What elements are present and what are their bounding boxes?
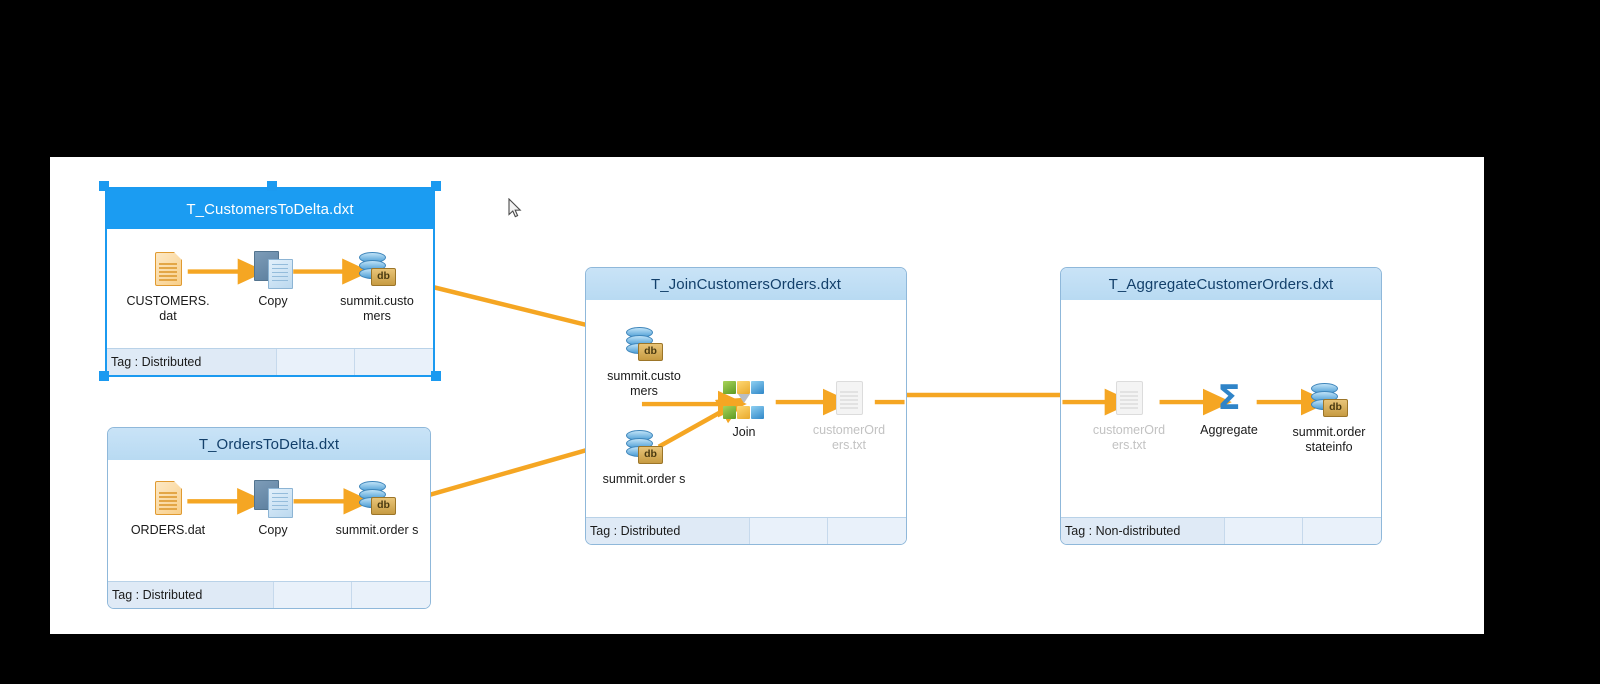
box3-internal-connectors	[641, 388, 905, 449]
node-label: summit.order stateinfo	[1292, 425, 1366, 454]
copy-icon	[225, 247, 321, 291]
node-label: summit.order s	[602, 472, 686, 486]
design-canvas[interactable]: T_CustomersToDelta.dxt	[50, 157, 1484, 634]
node-label: ORDERS.dat	[130, 523, 206, 537]
node-copy[interactable]: Copy	[225, 247, 321, 309]
job-box-body[interactable]: db summit.custo mers db summit.order s	[586, 300, 906, 518]
node-label: Copy	[258, 523, 288, 537]
job-box-body[interactable]: ORDERS.dat Copy	[108, 460, 430, 582]
box4-internal-connectors	[1062, 388, 1330, 416]
node-customer-orders-txt[interactable]: customerOrd ers.txt	[1081, 376, 1177, 453]
ghost-file-icon	[801, 376, 897, 420]
node-customer-orders-txt[interactable]: customerOrd ers.txt	[801, 376, 897, 453]
resize-handle-ne[interactable]	[431, 181, 441, 191]
job-box-frame: T_JoinCustomersOrders.dxt	[585, 267, 907, 545]
job-box-title: T_OrdersToDelta.dxt	[108, 428, 430, 461]
job-box-title: T_CustomersToDelta.dxt	[107, 189, 433, 229]
box1-internal-connectors	[187, 258, 371, 285]
job-box-frame: T_AggregateCustomerOrders.dxt	[1060, 267, 1382, 545]
job-box-frame: T_OrdersToDelta.dxt	[107, 427, 431, 609]
resize-handle-n[interactable]	[267, 181, 277, 191]
db-badge: db	[638, 343, 663, 361]
job-box-body[interactable]: CUSTOMERS. dat Copy	[107, 229, 433, 349]
node-join[interactable]: Join	[696, 378, 792, 440]
join-icon	[696, 378, 792, 422]
tag-label: Tag : Distributed	[108, 582, 274, 608]
resize-handle-nw[interactable]	[99, 181, 109, 191]
database-icon: db	[329, 476, 425, 520]
database-icon: db	[596, 425, 692, 469]
footer-segment	[750, 518, 828, 544]
footer-segment	[352, 582, 430, 608]
db-badge: db	[371, 268, 396, 286]
copy-icon	[225, 476, 321, 520]
db-badge: db	[638, 446, 663, 464]
job-box-orders-to-delta[interactable]: T_OrdersToDelta.dxt	[107, 427, 431, 609]
node-label: summit.custo mers	[340, 294, 414, 323]
job-box-title: T_AggregateCustomerOrders.dxt	[1061, 268, 1381, 301]
node-aggregate[interactable]: Σ Aggregate	[1181, 376, 1277, 438]
sigma-glyph: Σ	[1217, 378, 1241, 418]
database-icon: db	[1281, 378, 1377, 422]
sigma-icon: Σ	[1181, 376, 1277, 420]
node-label: summit.order s	[335, 523, 419, 537]
node-label: customerOrd ers.txt	[1092, 423, 1166, 452]
db-badge: db	[371, 497, 396, 515]
tag-label: Tag : Distributed	[586, 518, 750, 544]
node-summit-orders[interactable]: db summit.order s	[596, 425, 692, 487]
node-copy[interactable]: Copy	[225, 476, 321, 538]
database-icon: db	[596, 322, 692, 366]
node-label: customerOrd ers.txt	[812, 423, 886, 452]
tag-label: Tag : Non-distributed	[1061, 518, 1225, 544]
job-box-join-customers-orders[interactable]: T_JoinCustomersOrders.dxt	[585, 267, 907, 545]
node-label: Copy	[258, 294, 288, 308]
job-box-footer: Tag : Distributed	[586, 517, 906, 544]
database-icon: db	[329, 247, 425, 291]
footer-segment	[1225, 518, 1303, 544]
footer-segment	[828, 518, 906, 544]
job-box-frame: T_CustomersToDelta.dxt	[105, 187, 435, 377]
node-summit-customers[interactable]: db summit.custo mers	[596, 322, 692, 399]
resize-handle-se[interactable]	[431, 371, 441, 381]
node-summit-orders[interactable]: db summit.order s	[329, 476, 425, 538]
node-summit-orderstateinfo[interactable]: db summit.order stateinfo	[1281, 378, 1377, 455]
footer-segment	[277, 349, 355, 375]
node-label: Join	[732, 425, 756, 439]
footer-segment	[355, 349, 433, 375]
job-box-body[interactable]: customerOrd ers.txt Σ Aggregate db	[1061, 300, 1381, 518]
box2-internal-connectors	[187, 488, 373, 515]
resize-handle-sw[interactable]	[99, 371, 109, 381]
arrow-pointer-icon	[508, 198, 522, 218]
job-box-title: T_JoinCustomersOrders.dxt	[586, 268, 906, 301]
db-badge: db	[1323, 399, 1348, 417]
footer-segment	[274, 582, 352, 608]
job-box-footer: Tag : Non-distributed	[1061, 517, 1381, 544]
file-icon	[120, 476, 216, 520]
job-box-customers-to-delta[interactable]: T_CustomersToDelta.dxt	[99, 181, 441, 381]
node-label: Aggregate	[1200, 423, 1258, 437]
job-box-footer: Tag : Distributed	[107, 348, 433, 375]
footer-segment	[1303, 518, 1381, 544]
node-customers-dat[interactable]: CUSTOMERS. dat	[120, 247, 216, 324]
node-label: CUSTOMERS. dat	[126, 294, 210, 323]
node-summit-customers[interactable]: db summit.custo mers	[329, 247, 425, 324]
file-icon	[120, 247, 216, 291]
tag-label: Tag : Distributed	[107, 349, 277, 375]
node-label: summit.custo mers	[607, 369, 681, 398]
ghost-file-icon	[1081, 376, 1177, 420]
job-box-aggregate-customer-orders[interactable]: T_AggregateCustomerOrders.dxt	[1060, 267, 1382, 545]
node-orders-dat[interactable]: ORDERS.dat	[120, 476, 216, 538]
job-box-footer: Tag : Distributed	[108, 581, 430, 608]
